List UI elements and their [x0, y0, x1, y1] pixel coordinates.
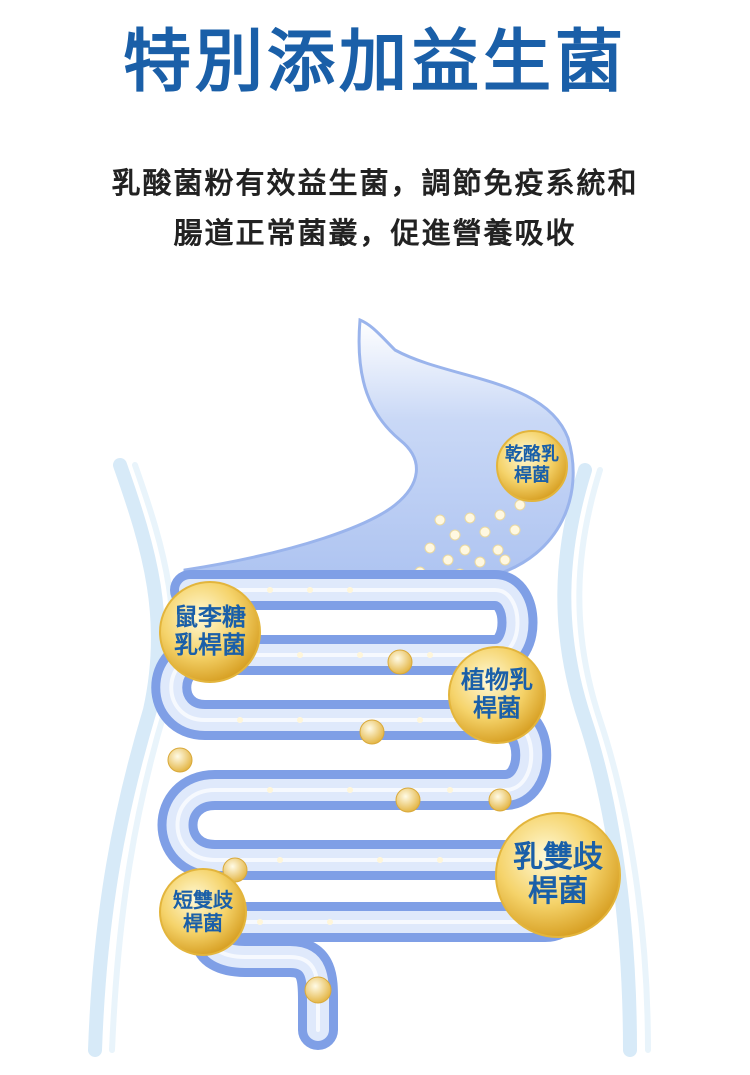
bacteria-name: 桿菌 [514, 465, 550, 486]
digestive-system-illustration [88, 317, 651, 1057]
bubble-casei [496, 430, 568, 502]
bacteria-name: 短雙歧 [173, 888, 233, 912]
bacteria-name: 乳雙歧 [513, 839, 603, 875]
bacteria-label-rhamnosus: 鼠李糖 乳桿菌 [160, 582, 260, 682]
description-line-1: 乳酸菌粉有效益生菌，調節免疫系統和 [111, 166, 639, 200]
bacteria-name: 桿菌 [183, 911, 223, 935]
bacteria-name: 桿菌 [473, 694, 521, 722]
bubble-plantarum [448, 646, 546, 744]
bubble-bifidum [495, 812, 621, 938]
page-title: 特別添加益生菌 [122, 23, 627, 102]
bacteria-name: 乳桿菌 [174, 631, 246, 659]
bacteria-name: 桿菌 [528, 874, 588, 909]
bacteria-name: 鼠李糖 [174, 603, 246, 632]
description-line-2: 腸道正常菌叢，促進營養吸收 [173, 216, 577, 250]
probiotic-bubbles [159, 430, 621, 956]
bacteria-label-plantarum: 植物乳 桿菌 [449, 647, 545, 743]
bubble-rhamnosus [159, 581, 261, 683]
bacteria-label-bifidum: 乳雙歧 桿菌 [496, 813, 620, 937]
bubble-breve [159, 868, 247, 956]
body-outline [88, 458, 651, 1057]
bacteria-name: 乾酪乳 [505, 444, 559, 466]
small-probiotic-spheres [167, 649, 512, 1004]
bacteria-name: 植物乳 [461, 666, 533, 695]
intestine-particles [237, 587, 453, 925]
bacteria-label-breve: 短雙歧 桿菌 [160, 869, 246, 955]
bacteria-label-casei: 乾酪乳 桿菌 [497, 431, 567, 501]
